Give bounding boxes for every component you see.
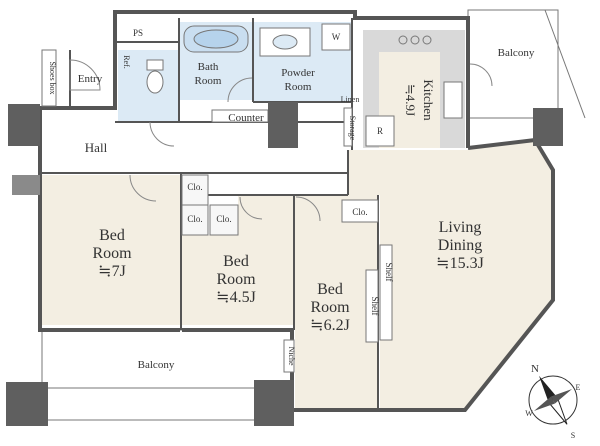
label-bed3-2: Room — [310, 299, 350, 316]
kitchen-sink — [443, 81, 463, 119]
label-bed1-area: ≒7J — [98, 263, 126, 280]
label-bed2-2: Room — [216, 271, 256, 288]
compass-rose: N E S W — [525, 363, 581, 440]
kitchen-counter-top — [363, 30, 465, 52]
bathtub-basin — [193, 29, 239, 49]
exterior-wall-north — [40, 10, 470, 148]
column-southwest — [6, 382, 48, 426]
label-clo-3: Clo. — [216, 214, 231, 224]
balcony-top-rail — [544, 9, 586, 119]
cooktop-burner-2 — [410, 35, 420, 45]
fridge — [365, 115, 395, 147]
bedroom-2-floor-upper — [238, 195, 294, 237]
closet-bed1-upper — [181, 174, 209, 206]
label-kitchen-area: ≒4.9J — [403, 84, 418, 116]
cooktop-burner-3 — [422, 35, 432, 45]
label-bed2-area: ≒4.5J — [216, 289, 256, 306]
label-bed1-1: Bed — [99, 227, 125, 244]
vanity-sink — [272, 34, 298, 50]
label-counter: Counter — [228, 112, 264, 124]
label-kitchen: Kitchen — [421, 79, 436, 121]
toilet-tank — [146, 59, 164, 71]
label-storage: Storage — [348, 116, 357, 141]
label-bed3-area: ≒6.2J — [310, 317, 350, 334]
columns — [6, 102, 563, 426]
cooktop-burner-1 — [398, 35, 408, 45]
label-entry: Entry — [78, 73, 103, 85]
compass-needle — [533, 375, 573, 425]
label-w: W — [332, 32, 341, 42]
exterior-wall-east — [380, 137, 555, 412]
label-shelf-2: Shelf — [370, 297, 380, 316]
compass-e: E — [576, 383, 581, 392]
door-bed2 — [239, 196, 263, 220]
label-ref: Ref. — [122, 55, 131, 69]
label-linen: Linen — [341, 95, 360, 104]
label-balcony-top: Balcony — [498, 47, 535, 59]
door-living — [469, 63, 493, 87]
fixtures — [41, 23, 463, 373]
label-living-2: Dining — [438, 237, 482, 254]
bedroom-1-floor — [42, 175, 180, 325]
closet-bed1-lower — [181, 204, 209, 236]
door-swings — [69, 59, 493, 222]
shelf-bed3 — [365, 269, 379, 343]
washer — [321, 23, 351, 51]
niche — [283, 339, 295, 373]
room-labels: PS Shoes box Entry Ref. Bath Room Powder… — [48, 28, 535, 371]
compass-w: W — [525, 409, 533, 418]
label-r: R — [377, 126, 383, 136]
label-bed3-1: Bed — [317, 281, 343, 298]
label-powder-1: Powder — [281, 67, 315, 79]
storage-unit — [343, 107, 353, 147]
label-living-area: ≒15.3J — [436, 255, 484, 272]
door-bed3 — [295, 196, 321, 222]
label-bath-2: Room — [195, 75, 222, 87]
shoes-box — [41, 49, 57, 107]
living-dining-floor — [348, 140, 553, 410]
column-west-mid — [12, 175, 40, 195]
balcony-top-outline — [467, 9, 559, 119]
toilet-bowl — [146, 70, 164, 94]
label-bed1-2: Room — [92, 245, 132, 262]
label-hall: Hall — [85, 140, 108, 155]
compass-arrow-north — [539, 375, 558, 403]
compass-n: N — [531, 363, 539, 375]
compass-ring — [528, 375, 578, 425]
label-shelf-1: Shelf — [384, 263, 394, 282]
column-south-mid — [254, 380, 294, 426]
label-clo-2: Clo. — [187, 214, 202, 224]
compass-arrow-west — [533, 396, 555, 411]
label-ps: PS — [133, 28, 143, 38]
door-hall-bath — [149, 121, 175, 147]
label-shoes-box: Shoes box — [48, 61, 57, 94]
bedroom-2-floor — [182, 235, 294, 325]
door-bed1 — [129, 174, 157, 202]
label-clo-1: Clo. — [187, 182, 202, 192]
closet-bed3 — [341, 199, 379, 223]
label-niche: Niche — [287, 346, 296, 366]
label-bed2-1: Bed — [223, 253, 249, 270]
column-north-mid — [268, 102, 298, 148]
room-fills — [42, 22, 553, 410]
label-powder-2: Room — [285, 81, 312, 93]
column-northwest — [8, 104, 40, 146]
column-northeast — [533, 108, 563, 146]
label-balcony-bottom: Balcony — [138, 359, 175, 371]
bedroom-3-floor — [295, 195, 377, 410]
door-powder — [227, 77, 253, 103]
label-bath-1: Bath — [198, 61, 219, 73]
compass-s: S — [571, 431, 575, 440]
door-entry — [69, 59, 101, 91]
label-clo-4: Clo. — [352, 207, 367, 217]
shelf-living — [379, 244, 393, 341]
label-living-1: Living — [439, 219, 482, 236]
closet-bed2 — [209, 204, 239, 236]
compass-arrow-east — [551, 389, 573, 404]
